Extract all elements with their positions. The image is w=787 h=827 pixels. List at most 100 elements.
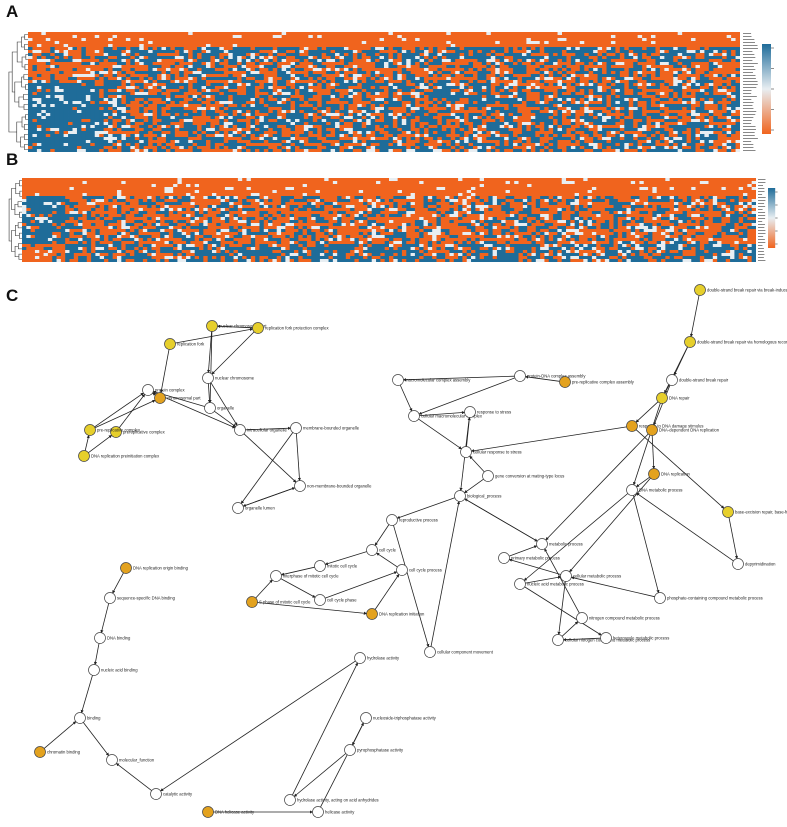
- heatmap-cell: [237, 80, 242, 84]
- heatmap-cell: [339, 119, 345, 123]
- heatmap-cell: [392, 47, 398, 51]
- heatmap-cell: [157, 47, 162, 51]
- heatmap-cell: [343, 38, 349, 42]
- heatmap-cell: [232, 95, 238, 99]
- heatmap-cell: [246, 89, 251, 93]
- heatmap-cell: [584, 95, 590, 99]
- heatmap-cell: [339, 68, 345, 72]
- heatmap-cell: [219, 98, 225, 102]
- heatmap-cell: [250, 95, 256, 99]
- heatmap-cell: [286, 92, 291, 96]
- heatmap-cell: [85, 59, 91, 63]
- heatmap-cell: [490, 122, 496, 126]
- heatmap-cell: [517, 74, 523, 78]
- heatmap-cell: [272, 86, 278, 90]
- heatmap-cell: [406, 101, 412, 105]
- heatmap-cell: [682, 62, 687, 66]
- heatmap-cell: [530, 119, 536, 123]
- heatmap-cell: [219, 113, 225, 117]
- heatmap-cell: [473, 59, 478, 63]
- heatmap-cell: [352, 35, 358, 39]
- heatmap-cell: [535, 113, 541, 117]
- heatmap-cell: [384, 44, 389, 48]
- heatmap-cell: [68, 41, 73, 45]
- heatmap-cell: [170, 50, 176, 54]
- heatmap-cell: [704, 92, 710, 96]
- heatmap-cell: [45, 56, 51, 60]
- heatmap-cell: [486, 59, 492, 63]
- heatmap-cell: [28, 122, 33, 126]
- heatmap-cell: [699, 92, 705, 96]
- heatmap-cell: [290, 32, 296, 36]
- heatmap-cell: [392, 68, 398, 72]
- heatmap-cell: [348, 122, 354, 126]
- heatmap-cell: [593, 98, 598, 102]
- heatmap-cell: [148, 98, 153, 102]
- heatmap-cell: [584, 122, 590, 126]
- heatmap-cell: [130, 116, 136, 120]
- heatmap-cell: [219, 110, 225, 114]
- heatmap-cell: [628, 62, 634, 66]
- heatmap-cell: [553, 62, 558, 66]
- heatmap-cell: [557, 74, 563, 78]
- heatmap-cell: [499, 110, 505, 114]
- heatmap-cell: [441, 119, 447, 123]
- heatmap-cell: [428, 53, 434, 57]
- heatmap-cell: [201, 59, 207, 63]
- heatmap-cell: [76, 98, 82, 102]
- heatmap-cell: [321, 104, 327, 108]
- heatmap-cell: [588, 122, 594, 126]
- heatmap-cell: [317, 68, 323, 72]
- heatmap-cell: [170, 68, 176, 72]
- heatmap-cell: [517, 98, 523, 102]
- heatmap-cell: [286, 68, 291, 72]
- heatmap-cell: [223, 95, 229, 99]
- heatmap-cell: [419, 122, 425, 126]
- heatmap-cell: [219, 71, 225, 75]
- heatmap-cell: [259, 41, 265, 45]
- heatmap-cell: [504, 83, 509, 87]
- heatmap-cell: [610, 101, 616, 105]
- heatmap-cell: [521, 98, 527, 102]
- heatmap-cell: [232, 98, 238, 102]
- heatmap-cell: [459, 92, 465, 96]
- heatmap-cell: [392, 71, 398, 75]
- heatmap-cell: [699, 80, 705, 84]
- heatmap-cell: [544, 113, 550, 117]
- heatmap-cell: [117, 68, 122, 72]
- heatmap-cell: [152, 116, 158, 120]
- heatmap-cell: [713, 68, 719, 72]
- heatmap-cell: [419, 38, 425, 42]
- heatmap-cell: [717, 77, 723, 81]
- heatmap-cell: [326, 35, 331, 39]
- heatmap-cell: [192, 59, 198, 63]
- heatmap-cell: [682, 56, 687, 60]
- heatmap-cell: [317, 50, 323, 54]
- heatmap-cell: [90, 68, 96, 72]
- heatmap-cell: [713, 110, 719, 114]
- heatmap-cell: [130, 62, 136, 66]
- heatmap-cell: [726, 77, 732, 81]
- heatmap-cell: [357, 92, 363, 96]
- heatmap-cell: [228, 92, 234, 96]
- heatmap-cell: [348, 59, 354, 63]
- heatmap-cell: [526, 110, 532, 114]
- heatmap-cell: [437, 89, 443, 93]
- heatmap-cell: [343, 110, 349, 114]
- heatmap-cell: [157, 122, 162, 126]
- heatmap-cell: [121, 116, 127, 120]
- heatmap-cell: [85, 71, 91, 75]
- heatmap-cell: [655, 35, 661, 39]
- heatmap-cell: [59, 116, 64, 120]
- heatmap-cell: [602, 44, 607, 48]
- heatmap-cell: [695, 68, 701, 72]
- heatmap-cell: [63, 71, 69, 75]
- heatmap-cell: [214, 74, 220, 78]
- heatmap-cell: [735, 110, 740, 114]
- heatmap-cell: [375, 80, 380, 84]
- heatmap-cell: [54, 74, 60, 78]
- heatmap-cell: [713, 32, 719, 36]
- heatmap-cell: [99, 53, 105, 57]
- heatmap-cell: [241, 62, 247, 66]
- heatmap-cell: [553, 80, 558, 84]
